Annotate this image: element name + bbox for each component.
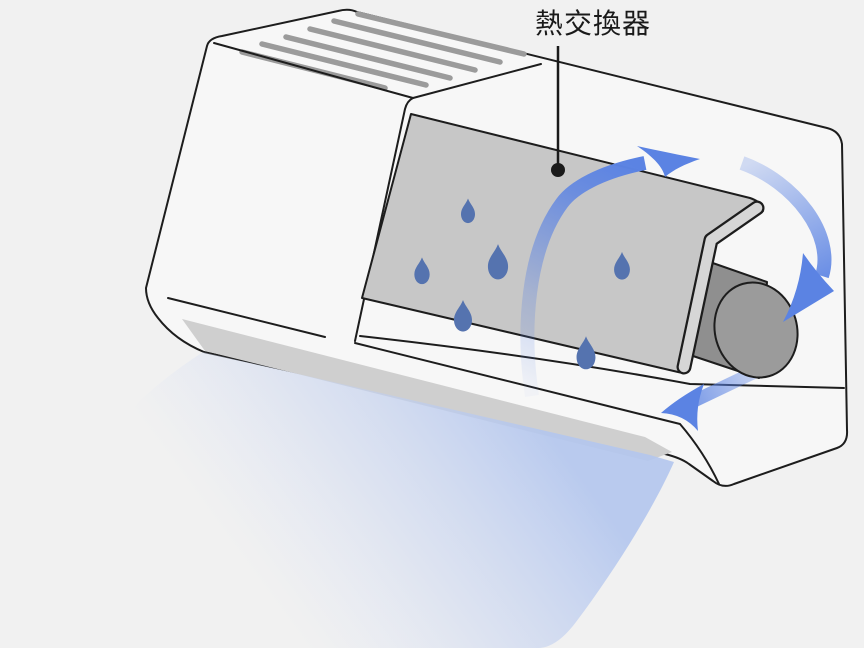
- cutaway-top-edge: [412, 63, 542, 99]
- front-top-crease: [213, 42, 414, 99]
- front-panel-seam-right: [354, 342, 720, 485]
- front-panel-seam-left: [167, 297, 326, 338]
- fan-face: [713, 281, 799, 379]
- arrow-shaft: [520, 156, 647, 398]
- panel-crease-lines: [167, 42, 845, 485]
- label-leader: [551, 46, 565, 177]
- airflow-arrow-right-down: [739, 156, 834, 322]
- cutaway-left-edge: [354, 97, 414, 342]
- vent-slat: [307, 26, 478, 73]
- airflow-arrow-up: [520, 146, 700, 398]
- arrow-shaft: [739, 156, 832, 279]
- arrow-head: [637, 146, 700, 177]
- vent-slat: [283, 34, 453, 81]
- cool-air-stream: [90, 352, 674, 648]
- vent-slat: [259, 41, 429, 88]
- label-pointer-dot: [551, 163, 565, 177]
- outlet-vane: [182, 319, 672, 461]
- arrow-head: [783, 253, 834, 322]
- heat-exchanger-label: 熱交換器: [535, 7, 651, 40]
- vent-slat: [331, 18, 503, 65]
- arrow-head: [661, 384, 704, 431]
- heat-exchanger-edge: [676, 200, 765, 375]
- vent-slat: [355, 11, 527, 57]
- edge-fill: [678, 202, 763, 373]
- interior-floor-line: [359, 335, 845, 389]
- fan-roller: [686, 260, 799, 379]
